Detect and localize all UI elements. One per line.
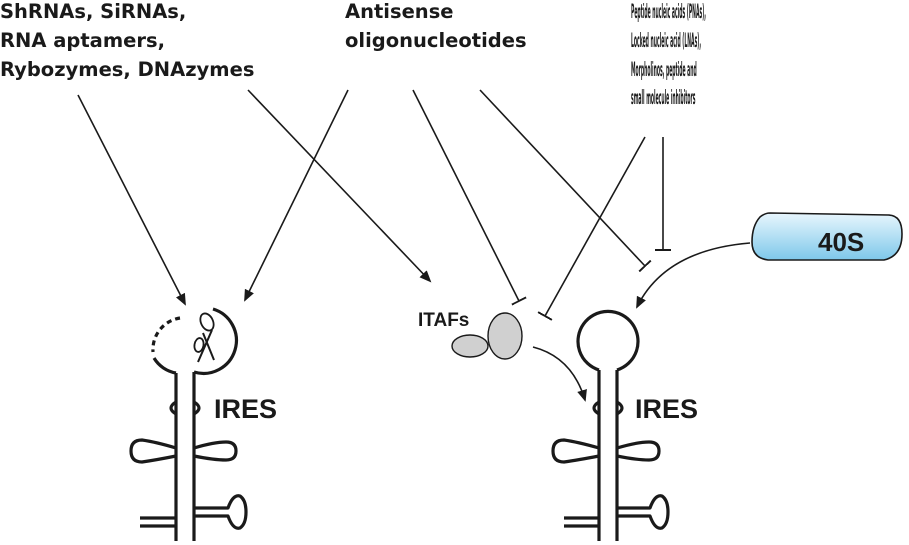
ires-left-outline <box>129 307 248 541</box>
ires-structure-right: IRES <box>551 309 698 541</box>
sirna-line-1: ShRNAs, SiRNAs, <box>0 0 186 23</box>
inhibit-pna-to-itafs <box>537 136 646 321</box>
pna-line-4: small molecule inhibitors <box>631 86 695 109</box>
inhibit-antisense-to-itafs <box>412 89 527 306</box>
sirna-line-2: RNA aptamers, <box>0 29 165 52</box>
arrow-sirna-to-itafs <box>247 89 432 283</box>
arrow-itafs-to-ires <box>532 346 587 402</box>
ribosome-40s: 40S <box>751 212 903 261</box>
scissors-icon <box>193 312 215 363</box>
ires-left-label: IRES <box>214 394 277 424</box>
itaf-proteins: ITAFs <box>418 310 523 360</box>
itafs-label: ITAFs <box>418 310 469 331</box>
sirna-line-3: Rybozymes, DNAzymes <box>0 58 254 81</box>
pna-line-1: Peptide nucleic acids (PNAs), <box>631 0 706 23</box>
inhibit-antisense-to-ribosome <box>479 89 652 273</box>
pna-line-2: Locked nucleic acid (LNAs), <box>631 29 701 52</box>
arrow-sirna-to-loop <box>77 94 186 306</box>
antisense-line-1: Antisense <box>345 0 454 23</box>
arrow-antisense-to-loop <box>244 89 349 302</box>
pna-group-label: Peptide nucleic acids (PNAs), Locked nuc… <box>631 0 708 109</box>
ires-right-outline <box>551 309 670 541</box>
antisense-line-2: oligonucleotides <box>345 29 527 52</box>
ires-right-label: IRES <box>635 394 698 424</box>
itaf-protein-small <box>451 334 489 358</box>
sirna-group-label: ShRNAs, SiRNAs, RNA aptamers, Rybozymes,… <box>0 0 254 81</box>
itaf-protein-large <box>487 312 523 360</box>
ribosome-40s-shape <box>751 212 903 261</box>
ribosome-40s-label: 40S <box>818 227 864 257</box>
ires-structure-left: IRES <box>129 307 277 541</box>
arrow-40s-to-ires <box>636 242 751 309</box>
antisense-group-label: Antisense oligonucleotides <box>345 0 527 52</box>
pna-line-3: Morpholinos, peptide and <box>631 58 697 81</box>
